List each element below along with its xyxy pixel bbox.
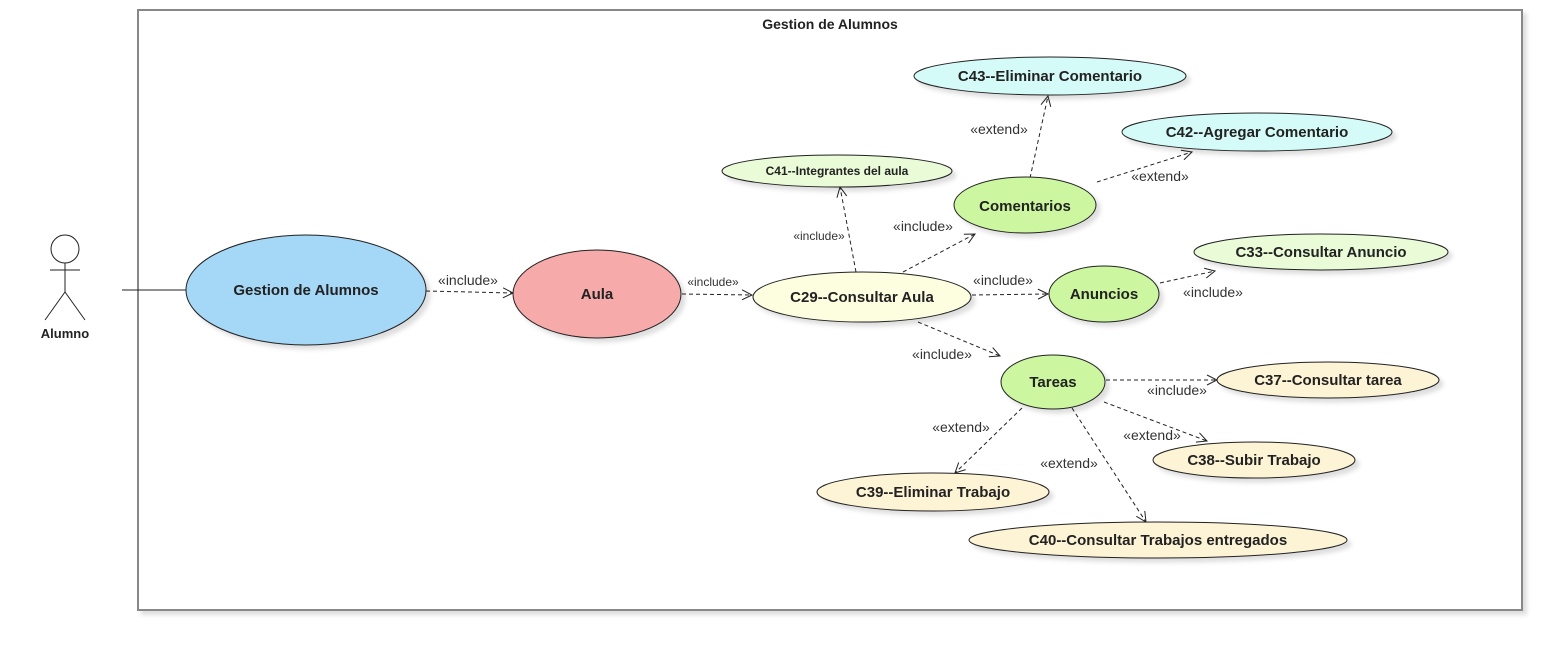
usecase-c39-eliminar-trabajo[interactable] (816, 472, 1050, 512)
usecase-c42-agregar-comentario[interactable] (1121, 112, 1393, 152)
usecase-c39-label: C39--Eliminar Trabajo (856, 484, 1010, 501)
actor-right-leg (64, 291, 86, 321)
rel-comentarios-c42-label: «extend» (1131, 168, 1189, 184)
actor-head (50, 234, 80, 264)
actor-left-leg (44, 291, 66, 321)
rel-gestion-aula-label: «include» (438, 272, 498, 288)
rel-comentarios-c43-label: «extend» (970, 121, 1028, 137)
actor-name: Alumno (41, 326, 89, 341)
rel-tareas-c40-line (1071, 407, 1146, 522)
rel-comentarios-c42-line (1096, 152, 1192, 183)
usecase-comentarios[interactable] (953, 176, 1097, 234)
usecase-c37-consultar-tarea[interactable] (1216, 361, 1440, 399)
rel-c29-c41-line (840, 187, 857, 273)
rel-tareas-c38-line (1103, 401, 1207, 441)
usecase-c38-label: C38--Subir Trabajo (1187, 452, 1320, 469)
rel-tareas-c39-label: «extend» (932, 419, 990, 435)
rel-c29-anuncios-line (971, 294, 1048, 295)
rel-anuncios-c33-label: «include» (1183, 284, 1243, 300)
usecase-c41-integrantes-del-aula[interactable] (721, 154, 953, 188)
rel-gestion-aula-line (425, 291, 513, 293)
usecase-anuncios-label: Anuncios (1070, 286, 1138, 303)
usecase-tareas[interactable] (1000, 354, 1106, 410)
usecase-c38-subir-trabajo[interactable] (1152, 441, 1356, 479)
rel-aula-c29-label: «include» (687, 275, 739, 289)
rel-aula-c29-line (681, 294, 752, 295)
rel-tareas-c38-label: «extend» (1123, 427, 1181, 443)
usecase-c42-label: C42--Agregar Comentario (1166, 124, 1349, 141)
usecase-aula[interactable] (512, 249, 682, 339)
system-title: Gestion de Alumnos (762, 16, 898, 32)
usecase-c41-label: C41--Integrantes del aula (766, 164, 909, 178)
usecase-comentarios-label: Comentarios (979, 198, 1071, 215)
usecase-gestion-de-alumnos[interactable] (185, 234, 427, 346)
rel-anuncios-c33-line (1159, 271, 1215, 284)
usecase-gestion-label: Gestion de Alumnos (233, 282, 378, 299)
usecase-tareas-label: Tareas (1029, 374, 1076, 391)
usecase-c43-label: C43--Eliminar Comentario (958, 68, 1142, 85)
usecase-anuncios[interactable] (1048, 265, 1160, 323)
usecase-c33-label: C33--Consultar Anuncio (1235, 244, 1406, 261)
usecase-c29-consultar-aula[interactable] (752, 271, 972, 323)
usecase-c40-consultar-trabajos-entregados[interactable] (968, 521, 1348, 559)
usecase-c33-consultar-anuncio[interactable] (1193, 233, 1449, 271)
usecase-c43-eliminar-comentario[interactable] (913, 56, 1187, 96)
rel-c29-c41-label: «include» (793, 229, 845, 243)
usecase-aula-label: Aula (581, 286, 614, 303)
rel-tareas-c40-label: «extend» (1040, 455, 1098, 471)
rel-tareas-c39-line (955, 407, 1023, 473)
rel-c29-comentarios-label: «include» (893, 218, 953, 234)
usecase-c29-label: C29--Consultar Aula (790, 289, 934, 306)
rel-c29-anuncios-label: «include» (973, 272, 1033, 288)
usecase-c37-label: C37--Consultar tarea (1254, 372, 1402, 389)
actor-alumno[interactable]: Alumno (41, 234, 89, 341)
rel-c29-tareas-label: «include» (912, 346, 972, 362)
rel-tareas-c37-label: «include» (1147, 382, 1207, 398)
rel-c29-tareas-line (917, 321, 1000, 356)
usecase-c40-label: C40--Consultar Trabajos entregados (1029, 532, 1287, 549)
